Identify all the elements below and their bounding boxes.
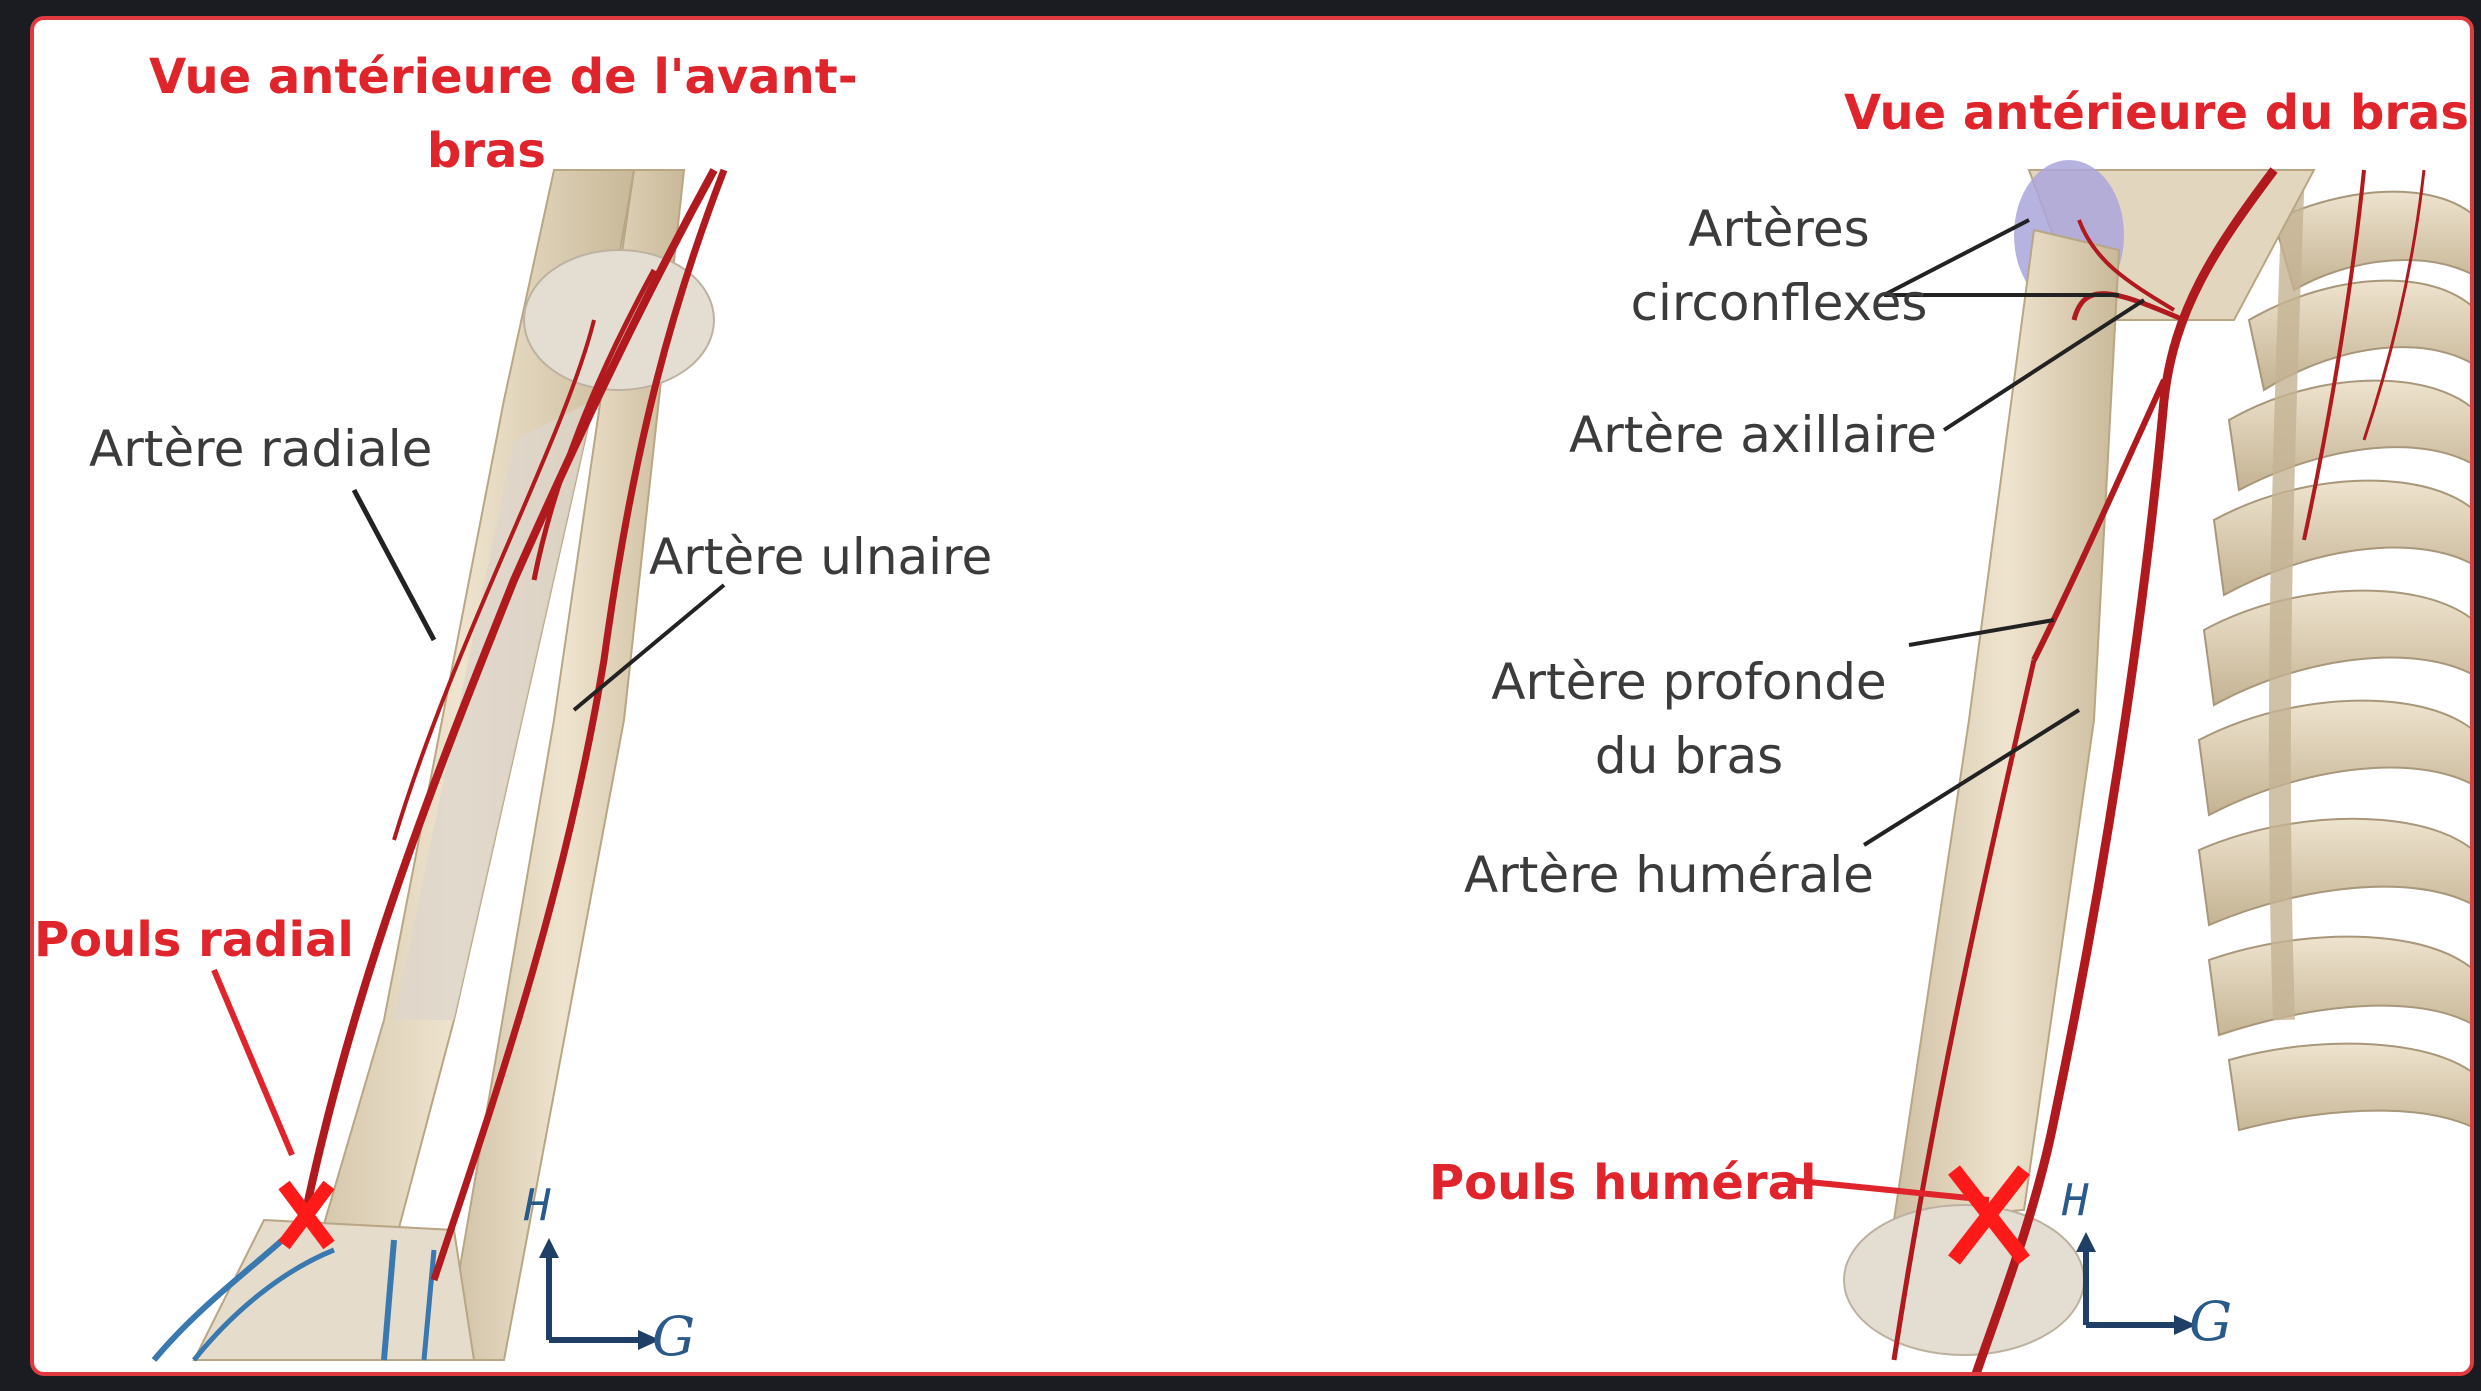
label-arteria-ulnaire: Artère ulnaire [649, 520, 992, 594]
label-pouls-radial: Pouls radial [34, 910, 354, 970]
axis-up-label-right: H [2062, 1175, 2089, 1226]
orientation-axes-left [539, 1238, 660, 1350]
label-arteres-circonflexes: Artères circonflexes [1609, 192, 1949, 340]
axis-right-label-left: G [652, 1305, 695, 1368]
right-panel-title: Vue antérieure du bras [1844, 76, 2469, 150]
left-panel-title-line2: bras [149, 114, 824, 188]
label-pouls-humeral: Pouls huméral [1429, 1153, 1817, 1213]
axis-up-label-left: H [524, 1180, 551, 1231]
forearm-illustration [154, 170, 724, 1360]
left-panel-title: Vue antérieure de l'avant- bras [149, 40, 824, 188]
anatomy-illustration [34, 20, 2474, 1376]
orientation-axes-right [2076, 1232, 2196, 1335]
label-circonflexes-line1: Artères [1609, 192, 1949, 266]
label-arteria-profonde: Artère profonde du bras [1479, 645, 1899, 793]
figure-frame: Vue antérieure de l'avant- bras Artère r… [30, 16, 2474, 1376]
axis-right-label-right: G [2189, 1290, 2232, 1353]
label-profonde-line1: Artère profonde [1479, 645, 1899, 719]
label-profonde-line2: du bras [1479, 719, 1899, 793]
label-arteria-axillaire: Artère axillaire [1569, 398, 1937, 472]
label-arteria-humerale: Artère humérale [1464, 838, 1874, 912]
left-panel-title-line1: Vue antérieure de l'avant- [149, 40, 824, 114]
label-circonflexes-line2: circonflexes [1609, 266, 1949, 340]
label-arteria-radiale: Artère radiale [89, 412, 432, 486]
ribcage [2199, 170, 2474, 1140]
